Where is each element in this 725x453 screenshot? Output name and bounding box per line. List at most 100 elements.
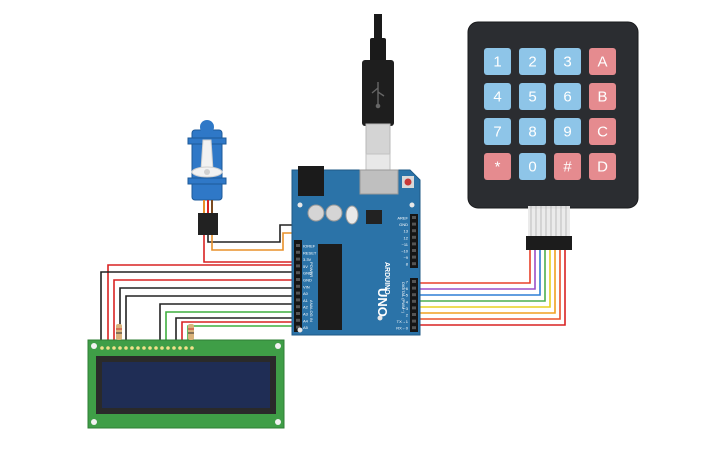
left-header-label: 5V	[303, 264, 308, 269]
right-header-label: GND	[399, 222, 408, 227]
keypad-key-label: 5	[528, 89, 536, 106]
right-header-label: 7	[406, 280, 409, 285]
right-header-label: ~10	[401, 249, 409, 254]
header-pin	[296, 250, 300, 254]
keypad-key-label: B	[597, 89, 607, 106]
keypad-key-label: 1	[493, 54, 501, 71]
header-pin	[412, 313, 416, 316]
servo-motor	[187, 120, 227, 235]
header-pin	[412, 280, 416, 283]
right-header-label: ~6	[403, 286, 408, 291]
header-pin	[412, 255, 416, 259]
header-right-bottom	[410, 278, 418, 332]
keypad-wire-3	[418, 250, 541, 296]
header-pin	[296, 271, 300, 275]
left-header-label: GND	[303, 271, 312, 276]
header-pin	[412, 216, 416, 219]
lcd-display	[87, 324, 285, 429]
keypad-key	[519, 153, 546, 180]
keypad-key-label: 2	[528, 54, 536, 71]
header-pin	[296, 318, 300, 322]
header-pin	[412, 249, 416, 252]
lcd-wire-green-1	[165, 311, 300, 345]
keypad-key	[484, 83, 511, 110]
keypad-wire-4	[418, 250, 546, 302]
header-pin	[412, 306, 416, 310]
usb-cable	[362, 14, 394, 195]
keypad-wire-2	[418, 250, 536, 290]
keypad-key-label: D	[597, 159, 608, 176]
keypad-key	[484, 48, 511, 75]
lcd-pin	[112, 346, 116, 350]
keypad-key-label: 4	[493, 89, 501, 106]
right-header-label: ~11	[402, 242, 409, 247]
servo-wire-red	[203, 235, 300, 263]
header-pin	[296, 284, 300, 288]
usb-symbol-icon	[371, 82, 385, 109]
header-pin	[412, 229, 416, 233]
keypad-wire-5	[418, 250, 551, 308]
header-pin	[296, 244, 300, 247]
lcd-pin	[118, 346, 122, 350]
left-header-label: GND	[303, 278, 312, 283]
lcd-pin	[190, 346, 194, 350]
keypad-key	[519, 48, 546, 75]
keypad-key-label: 9	[563, 124, 571, 141]
lcd-wire-red-2	[113, 279, 300, 345]
right-header-label: 4	[406, 299, 409, 304]
lcd-pin	[124, 346, 128, 350]
keypad-key	[554, 153, 581, 180]
right-header-label: AREF	[397, 216, 408, 221]
usb-port	[359, 169, 399, 195]
header-pin	[296, 291, 300, 295]
keypad-wire-6	[418, 250, 556, 314]
lcd-pin	[160, 346, 164, 350]
header-pin	[412, 222, 416, 226]
power-jack	[298, 166, 324, 196]
left-header-label: A3	[303, 312, 309, 317]
keypad-key-label: *	[495, 159, 501, 176]
left-header-label: A0	[303, 291, 309, 296]
right-header-label: 8	[406, 262, 409, 267]
header-pin	[412, 286, 416, 290]
keypad-key-label: 0	[528, 159, 536, 176]
left-header-label: A1	[303, 298, 309, 303]
microcontroller-chip	[318, 244, 342, 330]
header-pin	[296, 278, 300, 281]
keypad-key-label: 8	[528, 124, 536, 141]
keypad-key	[484, 153, 511, 180]
right-header-label: ~9	[403, 255, 408, 260]
left-header-label: VIN	[303, 284, 310, 289]
power-section-label: POWER	[309, 262, 314, 277]
header-pin	[412, 326, 416, 330]
lcd-pin	[106, 346, 110, 350]
resistor-2	[188, 324, 194, 340]
lcd-pin	[178, 346, 182, 350]
lcd-pin	[184, 346, 188, 350]
lcd-pin	[100, 346, 104, 350]
header-pin	[412, 319, 416, 323]
lcd-pin-row	[100, 346, 194, 350]
lcd-wire-black-3	[125, 295, 300, 345]
keypad-key-label: 7	[493, 124, 501, 141]
right-header-label: 12	[404, 235, 409, 240]
keypad-wire-7	[418, 250, 561, 320]
lcd-pin	[148, 346, 152, 350]
header-pin	[412, 262, 416, 266]
keypad-key	[589, 153, 616, 180]
keypad-key	[589, 48, 616, 75]
header-pin	[412, 235, 416, 239]
left-header-label: A4	[303, 318, 309, 323]
lcd-pin	[130, 346, 134, 350]
lcd-wire-red-1	[107, 264, 300, 345]
keypad-wire-1	[418, 250, 531, 284]
servo-horn-icon	[191, 139, 223, 178]
header-pin	[412, 242, 416, 246]
keypad-key	[519, 118, 546, 145]
lcd-wire-black-4	[159, 303, 300, 345]
lcd-wire-black-1	[100, 271, 300, 345]
keypad-key-label: A	[597, 54, 607, 71]
header-pin	[296, 264, 300, 268]
